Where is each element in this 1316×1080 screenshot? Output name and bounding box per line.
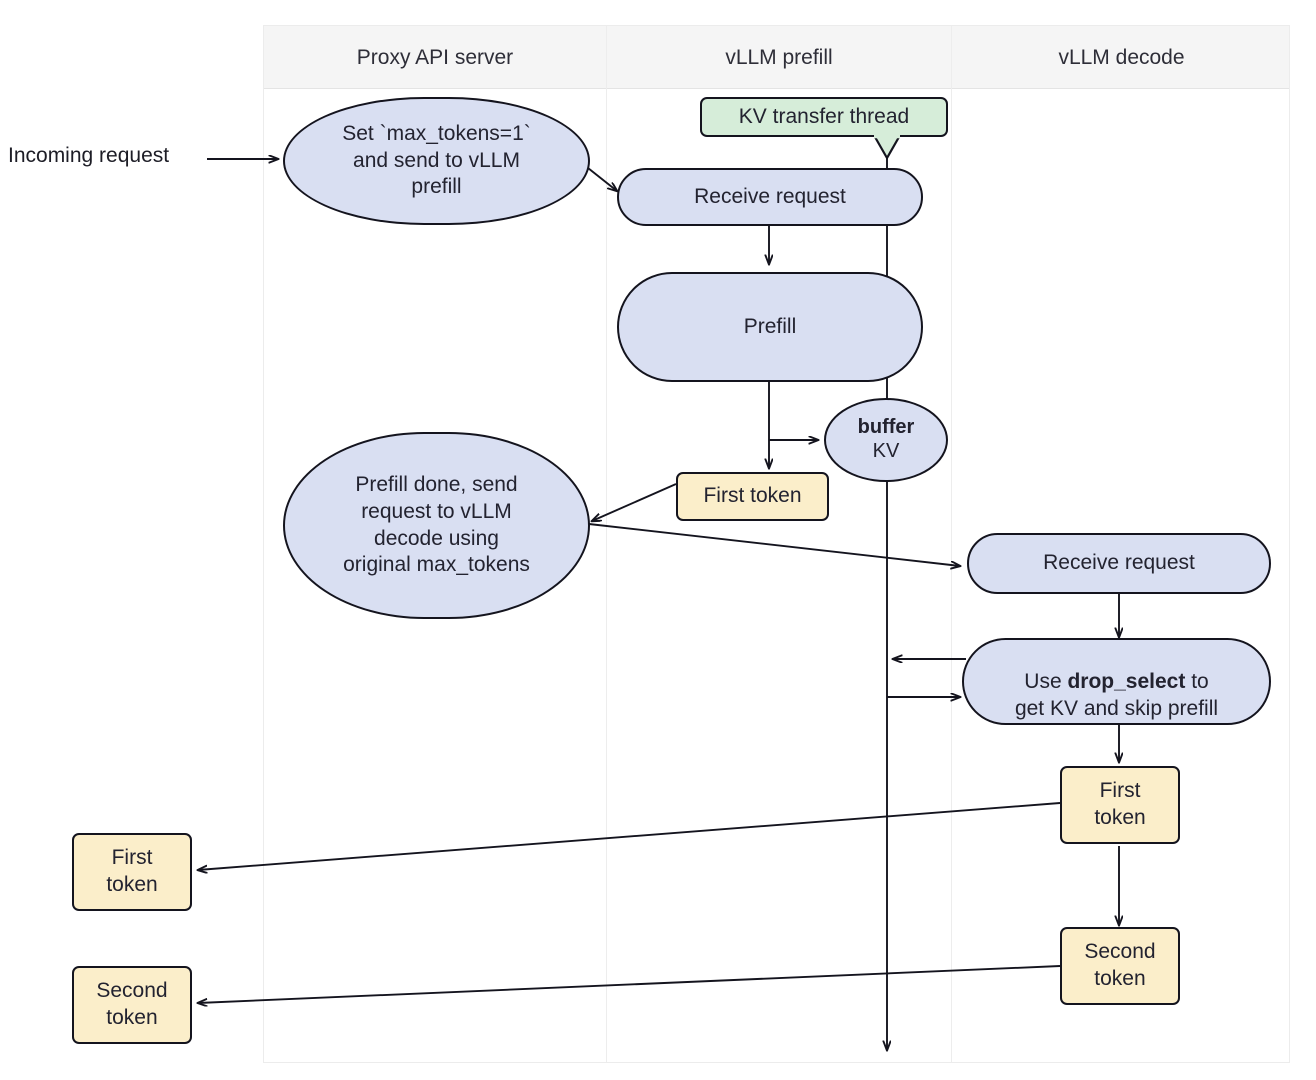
node-prefill-receive-request[interactable]: Receive request: [617, 168, 923, 226]
node-kv-transfer-thread[interactable]: KV transfer thread: [700, 97, 948, 137]
buffer-kv-plain-label: KV: [872, 440, 900, 462]
drop-select-line2: get KV and skip prefill: [1014, 697, 1219, 721]
drop-select-post: to: [1185, 669, 1209, 693]
lane-divider-1: [606, 26, 607, 1062]
node-decode-second-token[interactable]: Second token: [1060, 927, 1180, 1005]
node-decode-first-token[interactable]: First token: [1060, 766, 1180, 844]
lane-title-proxy: Proxy API server: [356, 46, 514, 69]
node-decode-receive-request[interactable]: Receive request: [967, 533, 1271, 594]
node-decode-drop-select[interactable]: Use drop_select to get KV and skip prefi…: [962, 638, 1271, 725]
drop-select-line1: Use drop_select to: [1024, 641, 1208, 696]
drop-select-pre: Use: [1024, 669, 1068, 693]
incoming-request-label: Incoming request: [8, 144, 170, 167]
lane-title-prefill: vLLM prefill: [725, 46, 833, 69]
node-proxy-set-max-tokens[interactable]: Set `max_tokens=1` and send to vLLM pref…: [283, 97, 590, 225]
node-proxy-first-token[interactable]: First token: [72, 833, 192, 911]
drop-select-keyword: drop_select: [1067, 669, 1186, 693]
lane-divider-2: [951, 26, 952, 1062]
node-proxy-second-token[interactable]: Second token: [72, 966, 192, 1044]
buffer-kv-bold-label: buffer: [857, 416, 915, 439]
node-prefill-first-token[interactable]: First token: [676, 472, 829, 521]
swimlane-header-strip: [264, 26, 1289, 89]
node-proxy-prefill-done[interactable]: Prefill done, send request to vLLM decod…: [283, 432, 590, 619]
node-prefill-prefill[interactable]: Prefill: [617, 272, 923, 382]
lane-title-decode: vLLM decode: [1058, 46, 1185, 69]
node-prefill-buffer-kv[interactable]: buffer KV: [824, 398, 948, 482]
